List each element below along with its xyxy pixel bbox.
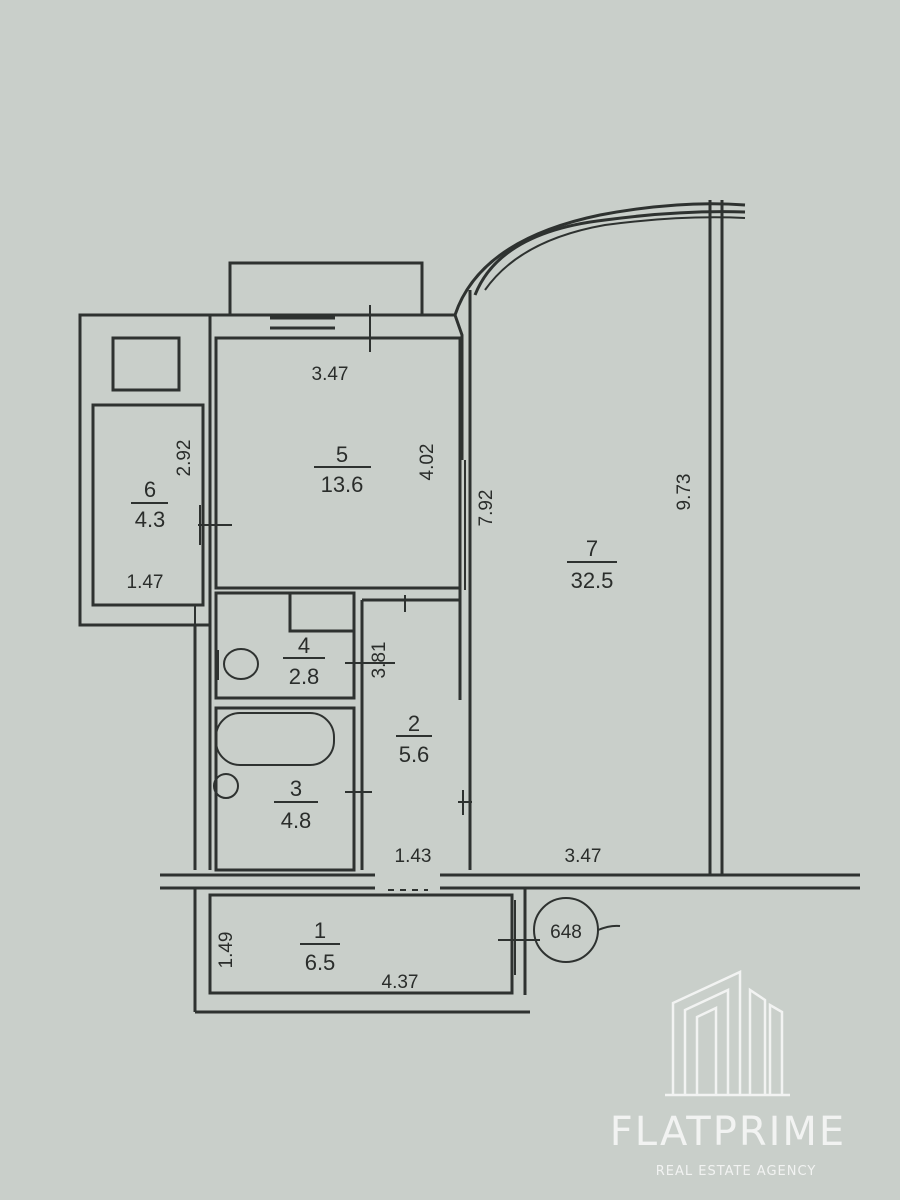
- room-7-number: 7: [586, 536, 598, 561]
- watermark-brand: FLATPRIME: [610, 1109, 846, 1155]
- sink-icon: [213, 773, 239, 799]
- room-labels: 6 4.3 5 13.6 7 32.5 4 2.8 2 5.6 3 4.8 1 …: [131, 442, 617, 975]
- dim-room6-height: 2.92: [174, 440, 195, 477]
- room-6-number: 6: [144, 477, 156, 502]
- balcony-fixture: [111, 336, 181, 392]
- bathtub-icon: [215, 712, 335, 766]
- room-1-outline: [208, 893, 514, 995]
- room-5-area: 13.6: [321, 472, 364, 497]
- room-3-outline: [214, 706, 356, 872]
- dim-room7-inner-height: 7.92: [476, 490, 497, 527]
- dim-room6-width: 1.47: [127, 572, 164, 593]
- shaft-label: 648: [550, 922, 582, 943]
- watermark-tagline: REAL ESTATE AGENCY: [656, 1164, 817, 1179]
- flatprime-logo: [665, 970, 790, 1097]
- dim-room2-width: 1.43: [395, 846, 432, 867]
- top-exterior-block: [228, 261, 424, 317]
- dim-room2-height: 3.81: [369, 642, 390, 679]
- dim-room7-outer-height: 9.73: [674, 474, 695, 511]
- room-6-area: 4.3: [135, 507, 166, 532]
- room-7-area: 32.5: [571, 568, 614, 593]
- balcony-outline: [78, 313, 212, 627]
- dim-room7-width: 3.47: [565, 846, 602, 867]
- dimension-labels: 3.47 4.02 2.92 1.47 7.92 9.73 3.47 3.81 …: [127, 364, 695, 993]
- dim-room1-height: 1.49: [216, 932, 237, 969]
- room-2-area: 5.6: [399, 742, 430, 767]
- toilet-icon: [223, 648, 259, 680]
- room-1-area: 6.5: [305, 950, 336, 975]
- room-3-area: 4.8: [281, 808, 312, 833]
- room-2-number: 2: [408, 711, 420, 736]
- room-4-outline: [214, 591, 356, 700]
- wc-cabinet: [288, 591, 356, 633]
- room-1-number: 1: [314, 918, 326, 943]
- dim-room1-width: 4.37: [382, 972, 419, 993]
- room-4-area: 2.8: [289, 664, 320, 689]
- room-3-number: 3: [290, 776, 302, 801]
- dim-room5-width: 3.47: [312, 364, 349, 385]
- room-4-number: 4: [298, 633, 310, 658]
- walls: [78, 200, 860, 1014]
- room-5-number: 5: [336, 442, 348, 467]
- room-6-outline: [91, 403, 205, 607]
- dim-room5-height: 4.02: [417, 444, 438, 481]
